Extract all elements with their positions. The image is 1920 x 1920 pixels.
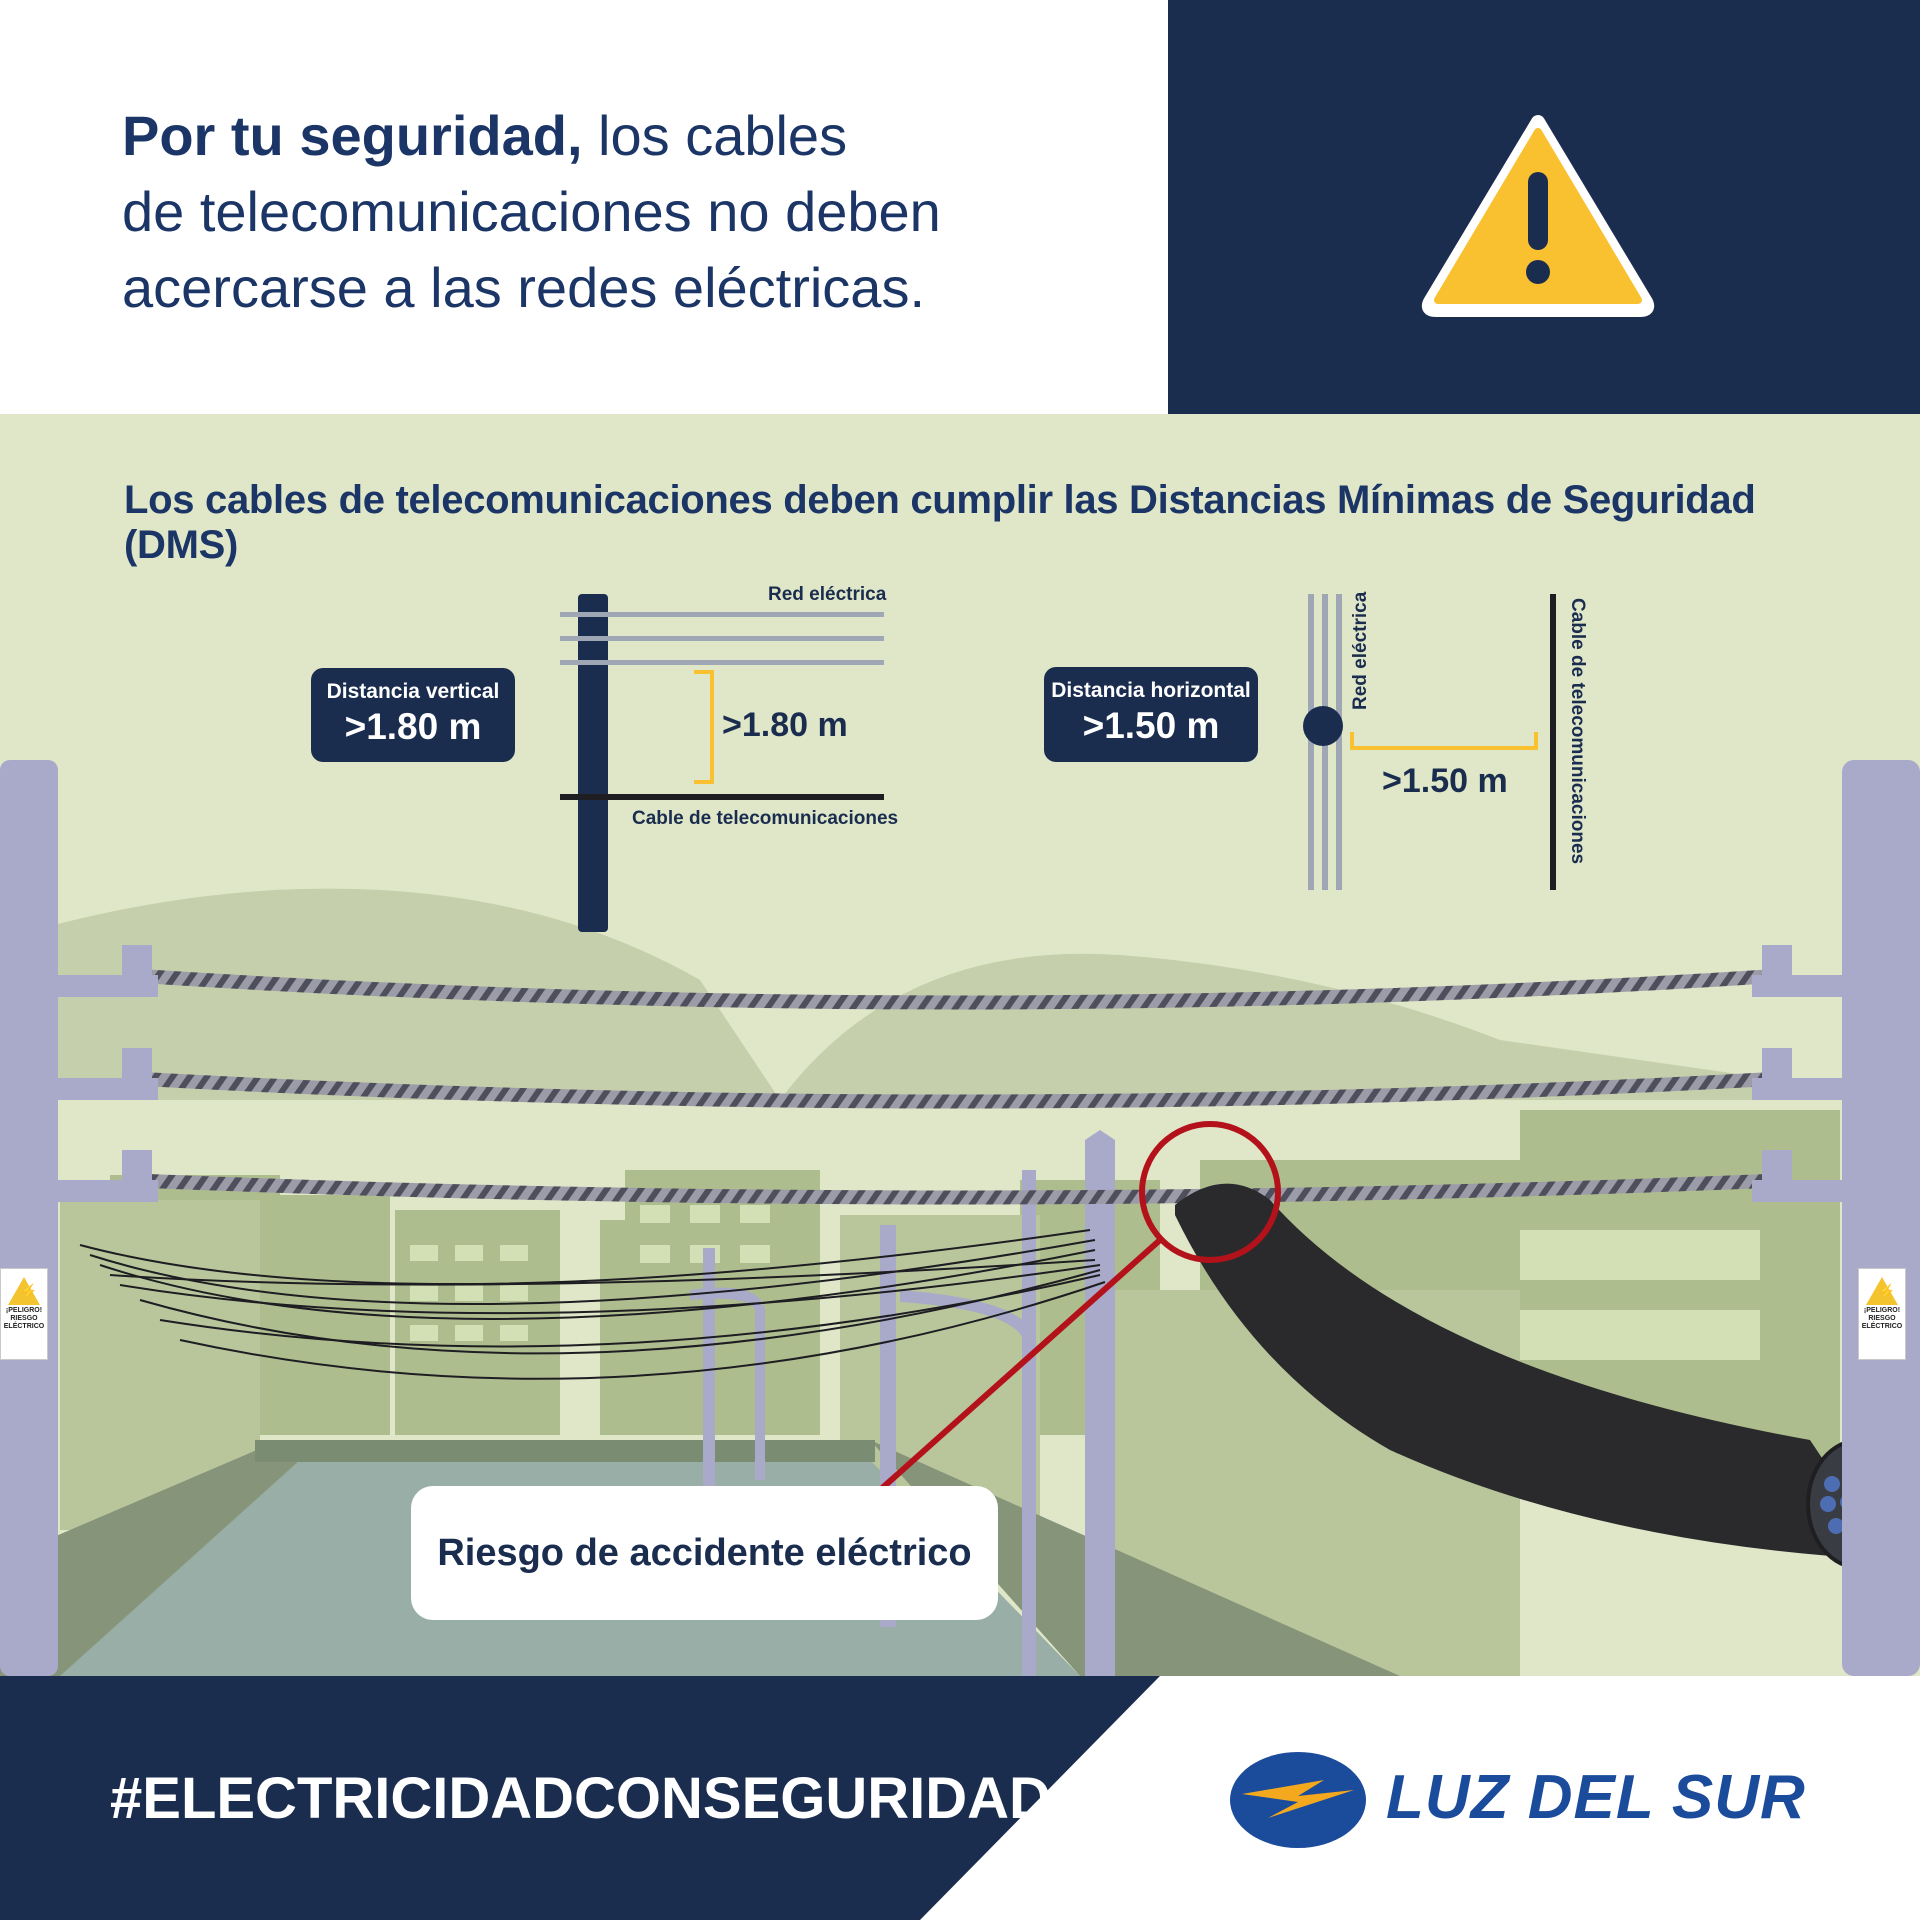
red-electrica-vertical-label: Red eléctrica — [1350, 591, 1371, 710]
pole-left — [0, 760, 158, 1676]
danger-sign-right: ⚡ ¡PELIGRO! RIESGO ELÉCTRICO — [1858, 1268, 1906, 1360]
danger-sign-text: ¡PELIGRO! RIESGO ELÉCTRICO — [3, 1307, 45, 1330]
risk-callout: Riesgo de accidente eléctrico — [411, 1486, 998, 1620]
hashtag: #ELECTRICIDADCONSEGURIDAD — [110, 1766, 1051, 1831]
vertical-distance-badge: Distancia vertical >1.80 m — [311, 668, 515, 762]
hill-right — [780, 953, 1920, 1100]
horizontal-distance-diagram — [1303, 594, 1556, 890]
header-white-panel — [0, 0, 1168, 414]
red-electrica-label: Red eléctrica — [768, 584, 887, 605]
telecom-cable-label: Cable de telecomunicaciones — [632, 808, 899, 829]
vertical-measure: >1.80 m — [722, 706, 848, 744]
risk-label: Riesgo de accidente eléctrico — [437, 1531, 972, 1574]
street-lamps — [690, 1130, 1115, 1676]
footer-band — [0, 1676, 1920, 1920]
sidewalk-right — [870, 1440, 1400, 1676]
risk-pointer-line — [878, 1237, 1162, 1493]
vertical-badge-value: >1.80 m — [344, 706, 482, 747]
telecom-wires — [79, 1229, 1106, 1380]
warning-triangle-icon — [1421, 115, 1655, 317]
horizontal-badge-value: >1.50 m — [1082, 705, 1220, 746]
risk-highlight-circle — [1139, 1121, 1281, 1263]
luz-del-sur-logo — [1230, 1752, 1366, 1848]
headline-part-3: acercarse a las redes eléctricas. — [122, 256, 926, 319]
thick-telecom-cable — [1175, 1183, 1890, 1560]
headline-part-2: de telecomunicaciones no deben — [122, 180, 941, 243]
danger-sign-left: ⚡ ¡PELIGRO! RIESGO ELÉCTRICO — [0, 1268, 48, 1360]
vertical-badge-label: Distancia vertical — [326, 680, 500, 703]
vertical-distance-diagram — [560, 594, 884, 932]
headline: Por tu seguridad, los cables de telecomun… — [122, 98, 1142, 326]
horizontal-distance-badge: Distancia horizontal >1.50 m — [1044, 667, 1258, 762]
power-cable-2 — [124, 1071, 1791, 1109]
headline-part-1: los cables — [582, 104, 848, 167]
danger-sign-text: ¡PELIGRO! RIESGO ELÉCTRICO — [1861, 1307, 1903, 1330]
dms-subtitle: Los cables de telecomunicaciones deben c… — [124, 478, 1756, 567]
power-cable-3 — [124, 1173, 1791, 1205]
horizontal-measure: >1.50 m — [1382, 762, 1508, 800]
telecom-cable-vertical-label: Cable de telecomunicaciones — [1567, 598, 1588, 865]
sidewalk-left — [0, 1440, 300, 1676]
brand-name: LUZ DEL SUR — [1386, 1763, 1806, 1832]
headline-bold: Por tu seguridad, — [122, 104, 583, 167]
pole-right — [1752, 760, 1920, 1676]
horizontal-badge-label: Distancia horizontal — [1051, 679, 1251, 702]
power-cable-1 — [124, 968, 1791, 1010]
